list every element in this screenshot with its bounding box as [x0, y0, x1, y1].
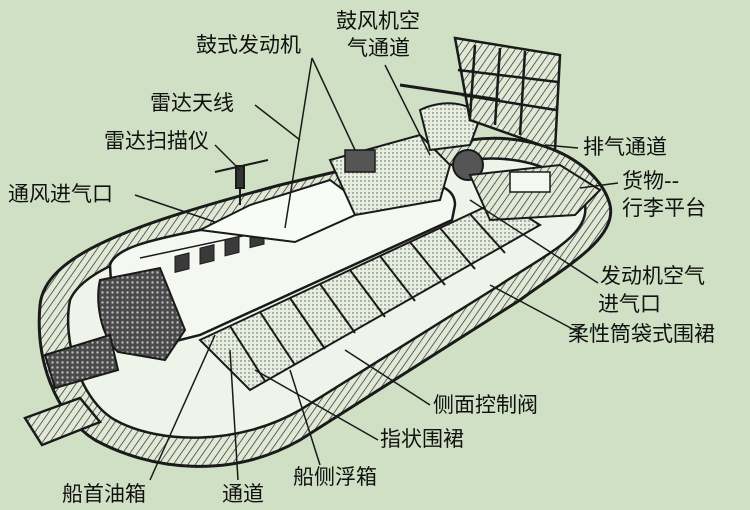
label-engine-air-intake-line2: 进气口: [598, 292, 661, 316]
bow-fuel-tank-shape: [43, 333, 120, 390]
hull-ribs: [229, 213, 506, 382]
label-flexible-bag-skirt: 柔性筒袋式围裙: [568, 322, 715, 346]
label-side-control-valve: 侧面控制阀: [433, 393, 538, 417]
drum-engine-shape: [344, 149, 376, 173]
label-passage: 通道: [222, 482, 264, 506]
label-cargo-platform-line2: 行李平台: [622, 196, 706, 220]
label-radar-antenna: 雷达天线: [150, 91, 234, 115]
label-exhaust-duct: 排气通道: [583, 135, 667, 159]
label-bow-fuel-tank: 船首油箱: [62, 482, 146, 506]
radar-scanner-shape: [214, 159, 269, 205]
label-drum-engine: 鼓式发动机: [196, 33, 301, 57]
label-radar-scanner: 雷达扫描仪: [104, 129, 209, 153]
leader-lines: [134, 57, 619, 481]
side-structure: [198, 198, 542, 392]
label-cargo-platform-line1: 货物--: [622, 169, 680, 193]
exhaust-duct-shape: [418, 102, 482, 152]
label-engine-air-intake-line1: 发动机空气: [600, 264, 705, 288]
label-finger-skirt: 指状围裙: [380, 427, 464, 451]
cockpit: [97, 266, 187, 362]
bow-ramp: [23, 396, 103, 447]
label-vent-intake: 通风进气口: [8, 182, 113, 206]
label-blower-duct-line2: 气通道: [347, 36, 410, 60]
label-side-pontoon: 船侧浮箱: [293, 465, 377, 489]
label-blower-duct-line1: 鼓风机空: [336, 9, 420, 33]
